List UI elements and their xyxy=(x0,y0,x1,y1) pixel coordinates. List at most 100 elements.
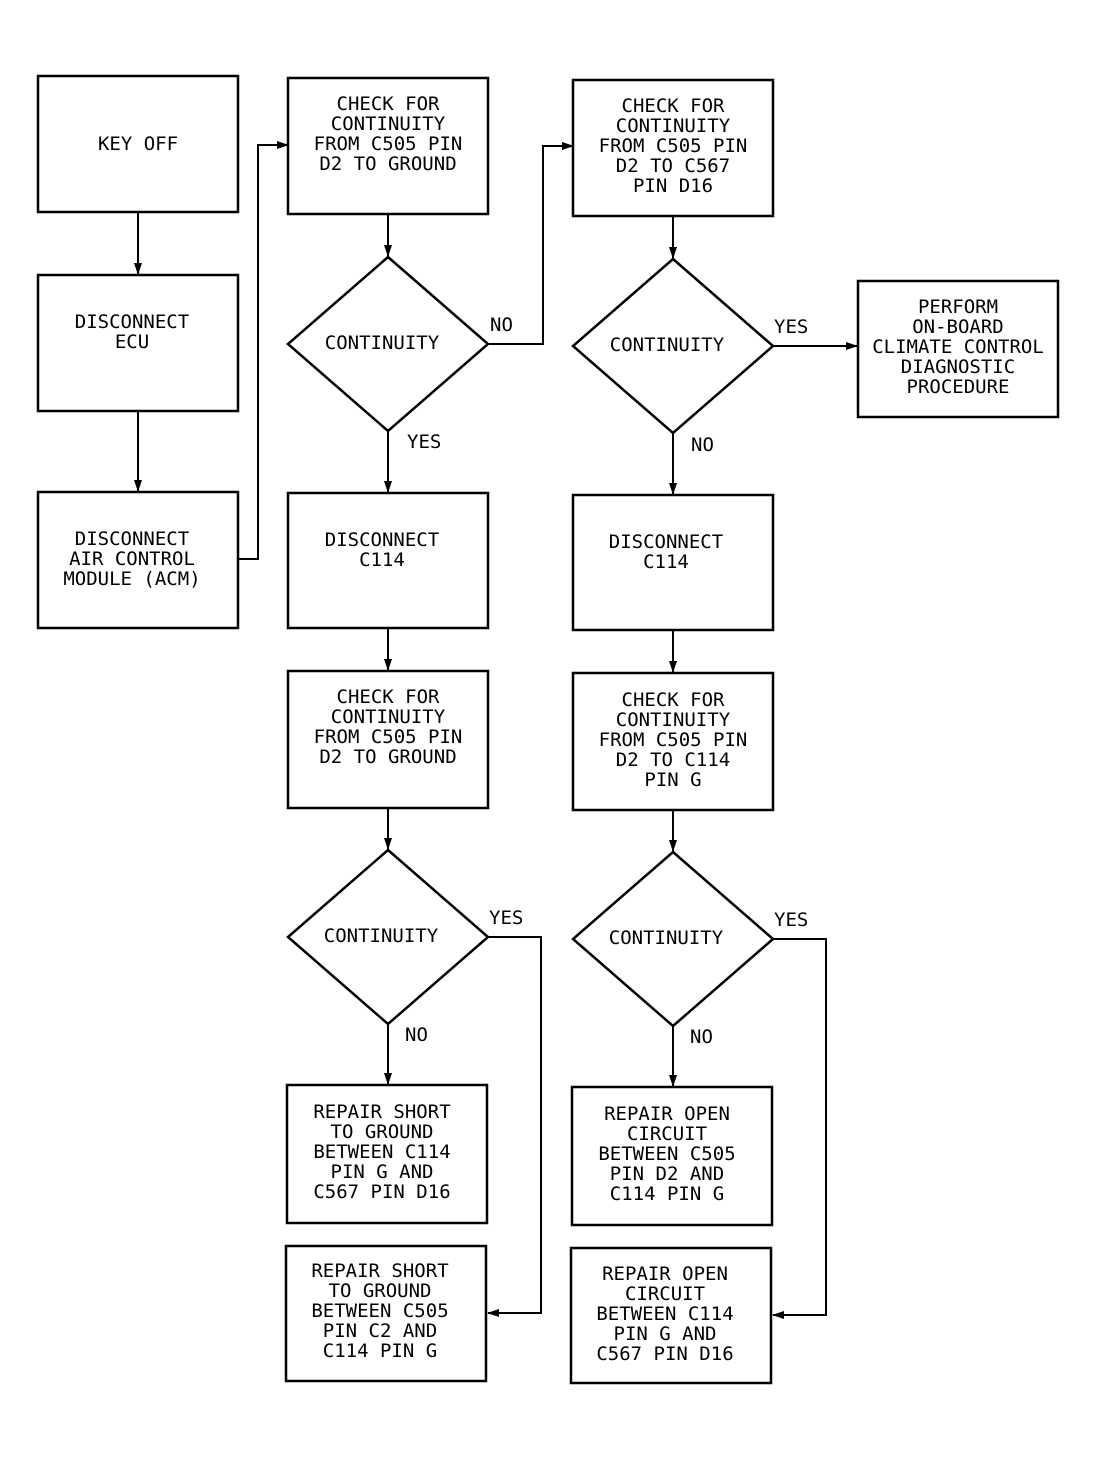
node-text-line: BETWEEN C505 xyxy=(598,1143,735,1165)
node-text-line: MODULE (ACM) xyxy=(63,568,200,590)
node-text: CONTINUITY xyxy=(324,925,439,947)
node-text-line: TO GROUND xyxy=(329,1280,432,1302)
node-text-line: CONTINUITY xyxy=(609,927,724,949)
label-d4-yes: YES xyxy=(774,909,808,931)
node-text-line: CONTINUITY xyxy=(325,332,440,354)
node-text-line: FROM C505 PIN xyxy=(314,133,463,155)
node-text-line: ECU xyxy=(115,331,149,353)
node-text-line: CHECK FOR xyxy=(337,93,441,115)
arrow-acm-to-check1 xyxy=(238,141,289,560)
connectors xyxy=(134,141,858,1319)
node-text-line: FROM C505 PIN xyxy=(599,729,748,751)
label-d2-no: NO xyxy=(691,434,714,456)
node-text-line: D2 TO GROUND xyxy=(319,746,456,768)
node-text-line: C567 PIN D16 xyxy=(596,1343,733,1365)
node-text-line: CIRCUIT xyxy=(627,1123,707,1145)
label-d4-no: NO xyxy=(690,1026,713,1048)
node-text-line: PIN G AND xyxy=(614,1323,717,1345)
label-d3-yes: YES xyxy=(489,907,523,929)
node-text-line: CHECK FOR xyxy=(622,689,726,711)
node-text-line: FROM C505 PIN xyxy=(599,135,748,157)
node-text-line: CHECK FOR xyxy=(622,95,726,117)
node-text-line: CONTINUITY xyxy=(331,113,446,135)
branch-labels: NO YES YES NO YES NO YES NO xyxy=(405,314,808,1048)
arrow-decision3-yes-to-repair2 xyxy=(487,936,542,1317)
node-text-line: PIN D16 xyxy=(633,175,713,197)
arrow-decision4-yes-to-repair-open2 xyxy=(772,938,827,1319)
node-text-line: AIR CONTROL xyxy=(69,548,195,570)
node-text-line: DISCONNECT xyxy=(609,531,723,553)
node-text-line: CLIMATE CONTROL xyxy=(872,336,1044,358)
arrow-decision1-no-to-check-c567 xyxy=(488,142,574,345)
node-text-line: DIAGNOSTIC xyxy=(901,356,1015,378)
node-text-line: REPAIR OPEN xyxy=(602,1263,728,1285)
node-text-line: REPAIR SHORT xyxy=(311,1260,448,1282)
node-text-line: CONTINUITY xyxy=(324,925,439,947)
node-text-line: KEY OFF xyxy=(98,133,178,155)
node-text-line: CONTINUITY xyxy=(610,334,725,356)
node-text-line: CONTINUITY xyxy=(616,115,731,137)
label-d1-yes: YES xyxy=(407,431,441,453)
node-text-line: DISCONNECT xyxy=(325,529,439,551)
node-text-line: PIN G AND xyxy=(331,1161,434,1183)
node-text-line: PIN G xyxy=(644,769,701,791)
node-text-line: PIN D2 AND xyxy=(610,1163,724,1185)
node-text-line: C114 xyxy=(359,549,405,571)
box-key-off: KEY OFF xyxy=(36,74,240,214)
node-text-line: DISCONNECT xyxy=(75,528,189,550)
node-text-line: BETWEEN C114 xyxy=(313,1141,450,1163)
node-text-line: D2 TO C567 xyxy=(616,155,730,177)
node-text: CONTINUITY xyxy=(610,334,725,356)
node-text-line: DISCONNECT xyxy=(75,311,189,333)
node-text-line: C114 PIN G xyxy=(610,1183,724,1205)
decision-continuity-4: CONTINUITY xyxy=(571,850,775,1028)
node-text: KEY OFF xyxy=(98,133,178,155)
decision-continuity-2: CONTINUITY xyxy=(571,257,775,435)
label-d2-yes: YES xyxy=(774,316,808,338)
node-text-line: FROM C505 PIN xyxy=(314,726,463,748)
node-text-line: C567 PIN D16 xyxy=(313,1181,450,1203)
node-text-line: TO GROUND xyxy=(331,1121,434,1143)
node-text-line: CONTINUITY xyxy=(331,706,446,728)
node-text-line: CIRCUIT xyxy=(625,1283,705,1305)
node-text-line: C114 PIN G xyxy=(323,1340,437,1362)
node-text-line: REPAIR SHORT xyxy=(313,1101,450,1123)
node-text-line: PROCEDURE xyxy=(907,376,1010,398)
node-text: CONTINUITY xyxy=(609,927,724,949)
decision-continuity-3: CONTINUITY xyxy=(286,848,490,1026)
node-text-line: PIN C2 AND xyxy=(323,1320,437,1342)
node-text-line: D2 TO GROUND xyxy=(319,153,456,175)
node-text-line: BETWEEN C114 xyxy=(596,1303,733,1325)
label-d1-no: NO xyxy=(490,314,513,336)
node-text-line: C114 xyxy=(643,551,689,573)
node-text-line: D2 TO C114 xyxy=(616,749,730,771)
node-text-line: PERFORM xyxy=(918,296,998,318)
node-text-line: CONTINUITY xyxy=(616,709,731,731)
node-text-line: BETWEEN C505 xyxy=(311,1300,448,1322)
